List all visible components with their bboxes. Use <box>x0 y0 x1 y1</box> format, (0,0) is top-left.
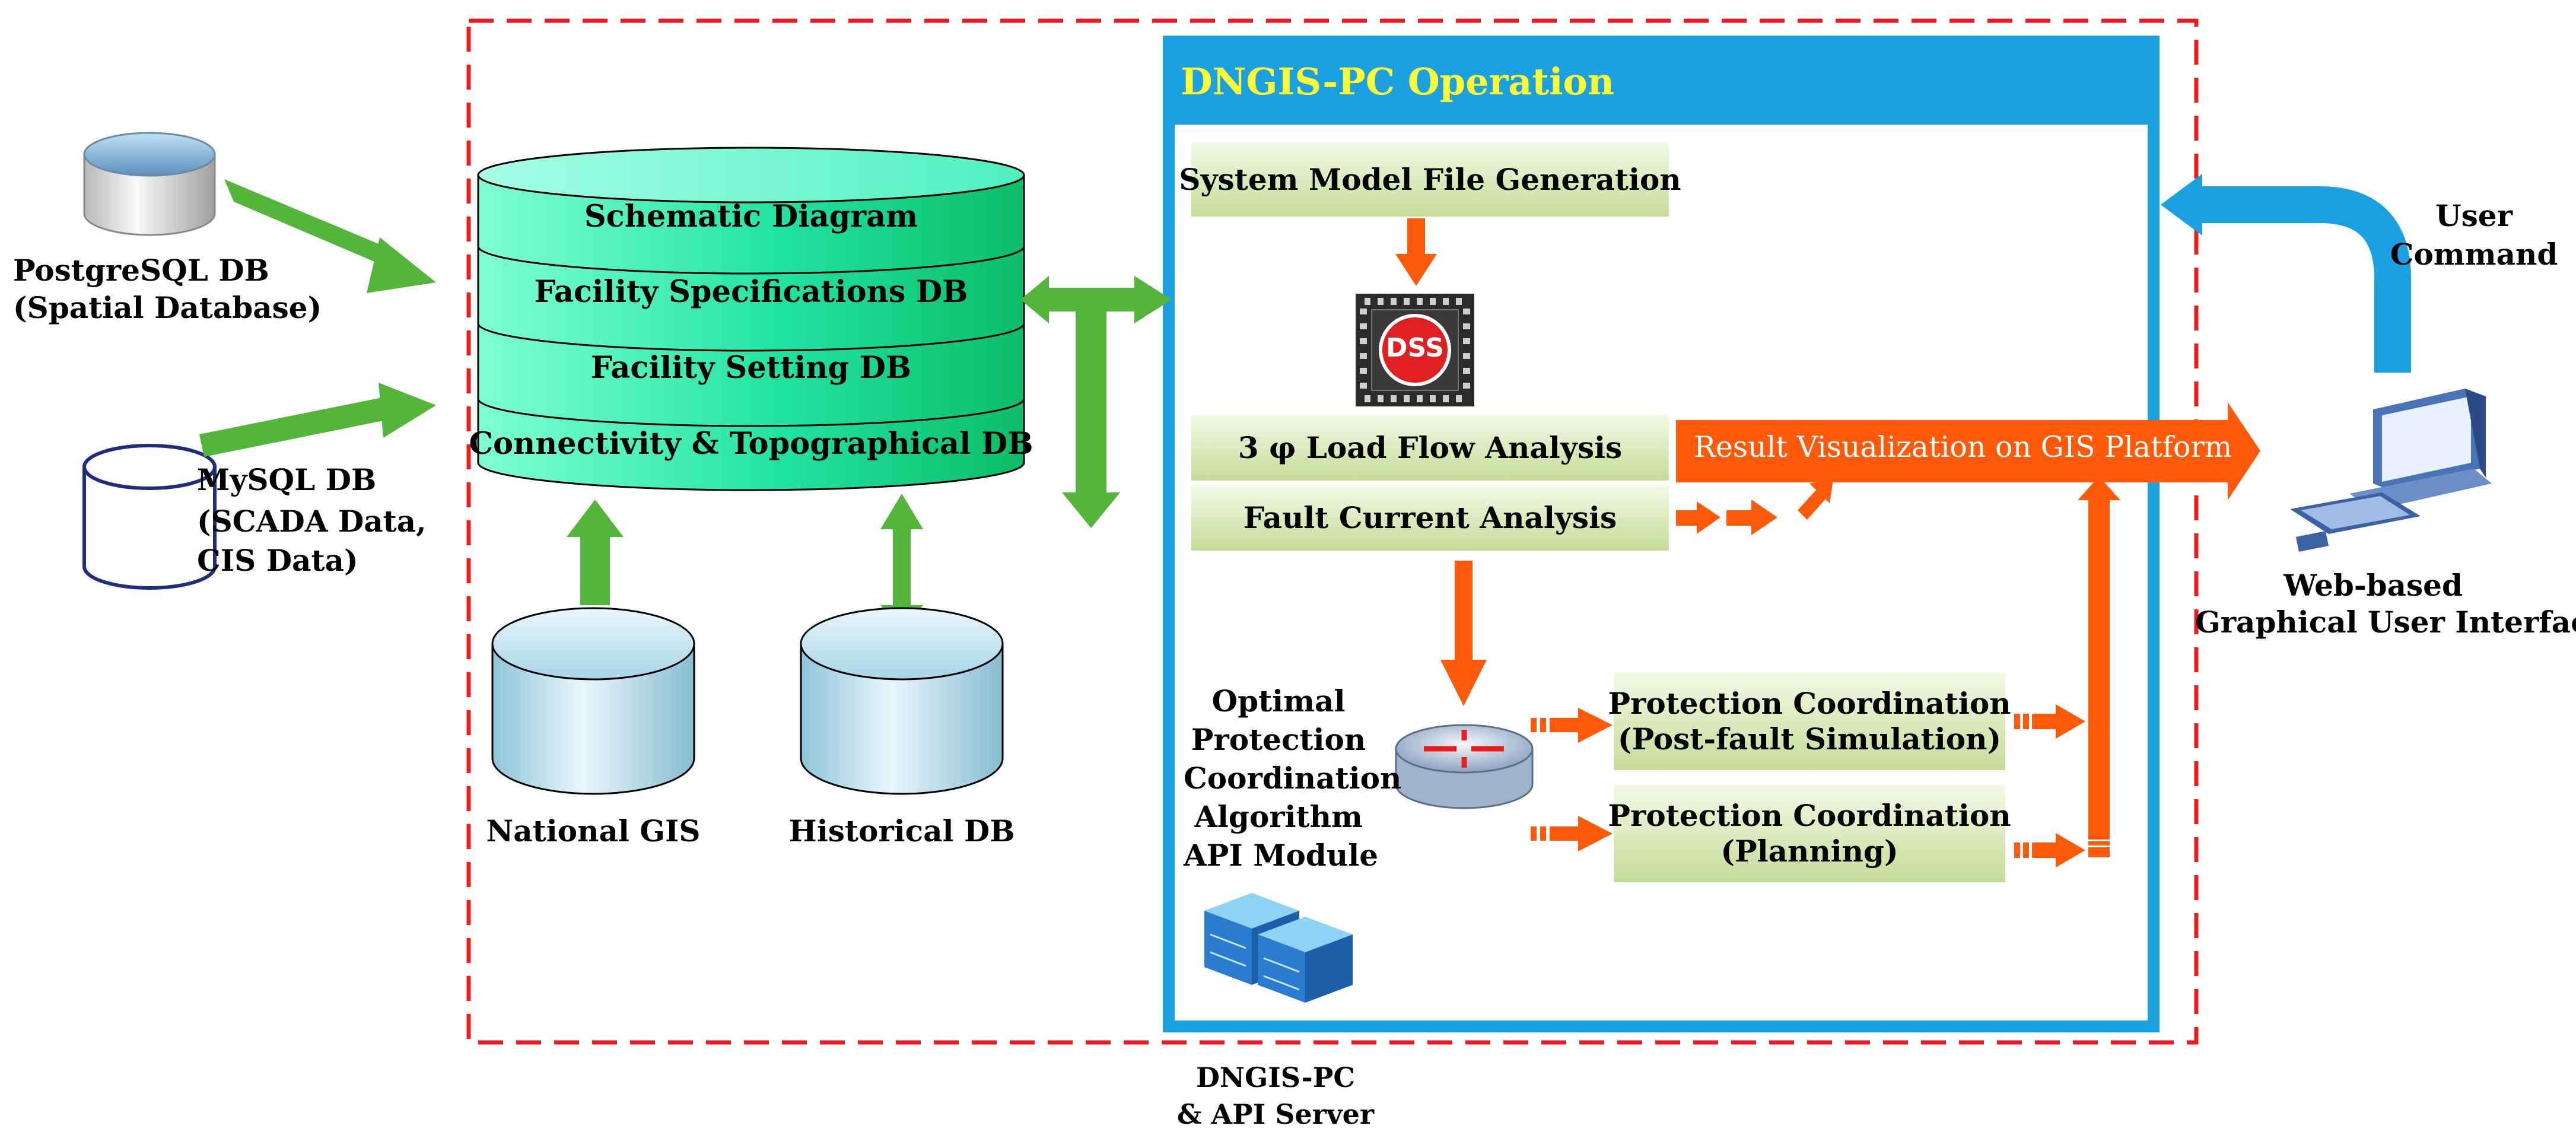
api-module-line1: Optimal <box>1211 683 1346 718</box>
db-layer-connectivity: Connectivity & Topographical DB <box>469 426 1033 462</box>
computer-icon <box>2290 389 2492 552</box>
user-command-line2: Command <box>2390 237 2558 272</box>
postgres-label-line2: (Spatial Database) <box>13 290 322 325</box>
step-pc-planning: Protection Coordination (Planning) <box>1608 784 2011 882</box>
server-caption-line1: DNGIS-PC <box>1196 1061 1355 1093</box>
result-visualization-label: Result Visualization on GIS Platform <box>1694 430 2232 464</box>
orange-arrow-postfault-out <box>2014 704 2085 739</box>
pc-post-fault-line2: (Post-fault Simulation) <box>1617 721 2002 756</box>
server-frame <box>466 18 2199 1045</box>
server-rack-icon <box>1204 893 1353 1003</box>
step-pc-post-fault: Protection Coordination (Post-fault Simu… <box>1608 672 2011 770</box>
mysql-label-line3: CIS Data) <box>197 543 358 578</box>
mysql-label-line2: (SCADA Data, <box>197 504 427 539</box>
blue-command-arrow <box>2161 174 2411 373</box>
green-arrow-national-gis <box>567 500 624 605</box>
operation-panel-titlebar <box>1169 42 2154 125</box>
user-command-line1: User <box>2435 198 2513 233</box>
dss-chip-icon <box>1356 294 1474 406</box>
pc-planning-line1: Protection Coordination <box>1608 797 2011 833</box>
postgres-label-line1: PostgreSQL DB <box>13 253 269 288</box>
db-stack-cylinder <box>477 147 1025 491</box>
orange-arrow-router-planning <box>1531 816 1613 851</box>
orange-arrow-planning-out <box>2014 833 2085 867</box>
orange-arrow-fault-router <box>1440 561 1487 706</box>
dss-icon-text: DSS <box>1386 333 1444 363</box>
mysql-label-line1: MySQL DB <box>197 462 377 497</box>
db-layer-schematic: Schematic Diagram <box>584 199 918 234</box>
orange-arrow-result <box>1676 402 2260 500</box>
api-module-line3: Coordination <box>1184 761 1402 796</box>
db-layer-facility-specs: Facility Specifications DB <box>534 274 968 310</box>
mysql-db-icon <box>82 444 217 590</box>
step-system-model: System Model File Generation <box>1179 142 1681 217</box>
step-fault-current: Fault Current Analysis <box>1191 485 1669 551</box>
orange-small-arrows <box>1676 479 1833 535</box>
server-caption-line2: & API Server <box>1176 1098 1375 1130</box>
gui-label-line1: Web-based <box>2284 568 2463 603</box>
green-arrow-mysql <box>199 383 436 457</box>
panel-title: DNGIS-PC Operation <box>1181 60 1614 103</box>
historical-db-label: Historical DB <box>788 813 1015 848</box>
national-gis-label: National GIS <box>486 813 701 848</box>
postgres-db-icon <box>83 132 216 236</box>
api-module-line4: Algorithm <box>1194 799 1363 834</box>
green-double-arrow-stack-panel <box>1020 276 1172 528</box>
historical-db-icon <box>800 607 1004 795</box>
orange-arrow-router-postfault <box>1531 708 1613 743</box>
api-module-line2: Protection <box>1191 722 1366 757</box>
national-gis-db-icon <box>491 607 695 795</box>
api-module-line5: API Module <box>1184 838 1379 873</box>
pc-post-fault-line1: Protection Coordination <box>1608 685 2011 721</box>
orange-arrow-model-dss <box>1395 218 1437 286</box>
db-layer-facility-setting: Facility Setting DB <box>590 350 912 386</box>
green-arrow-postgres <box>224 179 436 293</box>
pc-planning-line2: (Planning) <box>1720 833 1898 869</box>
gui-label-line2: Graphical User Interface <box>2195 605 2576 640</box>
router-icon <box>1395 724 1534 809</box>
step-load-flow: 3 φ Load Flow Analysis <box>1191 415 1669 481</box>
orange-arrow-riser <box>2078 476 2120 857</box>
